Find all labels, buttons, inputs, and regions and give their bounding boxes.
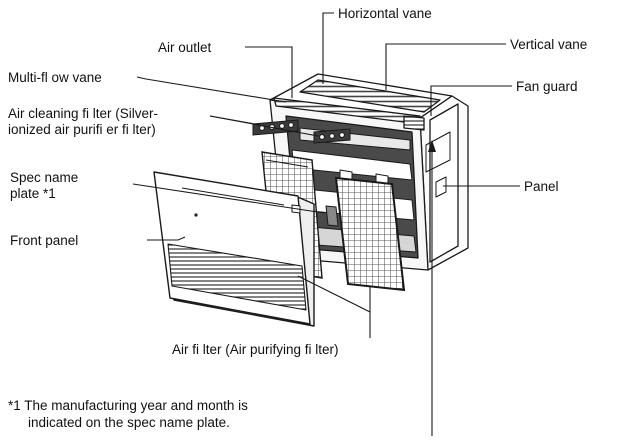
label-horizontal-vane: Horizontal vane [338,6,432,21]
footnote-line2: indicated on the spec name plate. [28,415,230,430]
label-fan-guard: Fan guard [516,79,578,94]
footnote-line1: *1 The manufacturing year and month is [8,398,248,413]
label-air-cleaning-filter-line2: ionized air purifi er fi lter) [8,122,156,137]
label-spec-name-plate-line1: Spec name [10,170,79,185]
label-air-outlet: Air outlet [158,40,212,55]
label-spec-name-plate-line2: plate *1 [10,186,56,201]
label-front-panel: Front panel [10,233,79,248]
pointer-arrowhead [428,140,436,152]
label-panel: Panel [524,179,559,194]
label-air-cleaning-filter-line1: Air cleaning fi lter (Silver- [8,106,159,121]
air-cleaning-filters [252,119,351,144]
leader-lines [132,12,520,436]
label-multi-flow-vane: Multi-fl ow vane [8,70,102,85]
front-panel [153,171,315,327]
label-vertical-vane: Vertical vane [510,37,588,52]
label-air-filter: Air fi lter (Air purifying fi lter) [172,342,339,357]
